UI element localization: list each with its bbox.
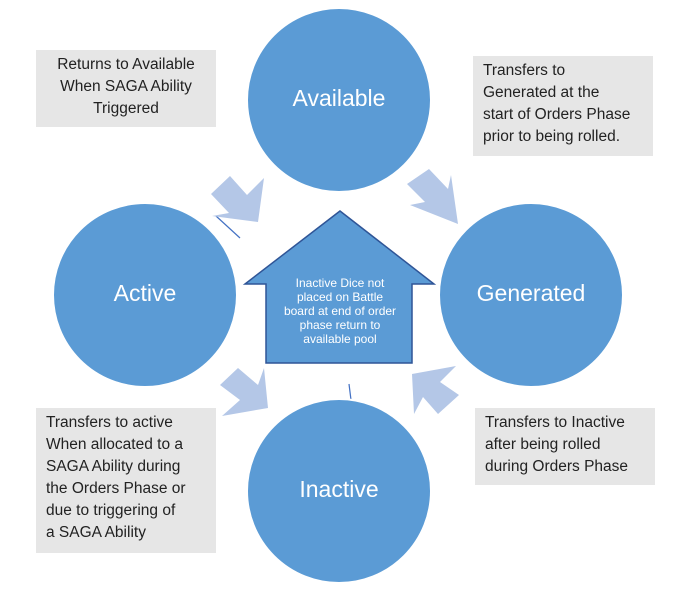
note-transfers-to-active: Transfers to active When allocated to a … — [36, 408, 216, 553]
note-line: Generated at the — [483, 84, 600, 101]
note-line: Triggered — [93, 100, 159, 117]
node-inactive — [246, 398, 432, 584]
note-line: a SAGA Ability — [46, 524, 146, 541]
center-text-line: phase return to — [300, 318, 381, 332]
center-up-arrow — [242, 210, 437, 364]
note-transfers-to-inactive: Transfers to Inactive after being rolled… — [475, 408, 655, 485]
note-line: the Orders Phase or — [46, 480, 186, 497]
center-text-line: available pool — [303, 332, 376, 346]
note-line: When allocated to a — [46, 436, 184, 453]
arrow-available-to-generated — [407, 169, 458, 224]
arrow-generated-to-inactive — [412, 366, 459, 414]
note-line: Transfers to active — [46, 414, 173, 431]
connector-line — [348, 383, 352, 401]
arrow-inactive-to-active — [220, 368, 268, 416]
arrow-active-to-available — [211, 176, 264, 222]
node-active — [52, 202, 238, 388]
node-generated-label: Generated — [477, 280, 586, 306]
note-line: due to triggering of — [46, 502, 176, 519]
note-transfers-to-generated: Transfers to Generated at the start of O… — [473, 56, 653, 156]
note-returns-to-available: Returns to Available When SAGA Ability T… — [36, 50, 216, 127]
node-generated — [438, 202, 624, 388]
center-text-line: Inactive Dice not — [296, 276, 385, 290]
note-line: SAGA Ability during — [46, 458, 181, 475]
center-text-line: board at end of order — [284, 304, 396, 318]
note-line: Transfers to — [483, 62, 566, 79]
connector-line — [215, 215, 241, 239]
center-text-line: placed on Battle — [297, 290, 383, 304]
node-active-label: Active — [114, 280, 177, 306]
node-available — [246, 7, 432, 193]
note-line: Transfers to Inactive — [485, 414, 625, 431]
node-available-label: Available — [293, 85, 386, 111]
note-line: start of Orders Phase — [483, 106, 631, 123]
center-up-arrow-text: Inactive Dice not placed on Battle board… — [284, 276, 396, 346]
note-line: Returns to Available — [57, 56, 195, 73]
node-inactive-label: Inactive — [299, 476, 378, 502]
note-line: after being rolled — [485, 436, 601, 453]
note-line: prior to being rolled. — [483, 128, 620, 145]
note-line: during Orders Phase — [485, 458, 629, 475]
note-line: When SAGA Ability — [60, 78, 192, 95]
